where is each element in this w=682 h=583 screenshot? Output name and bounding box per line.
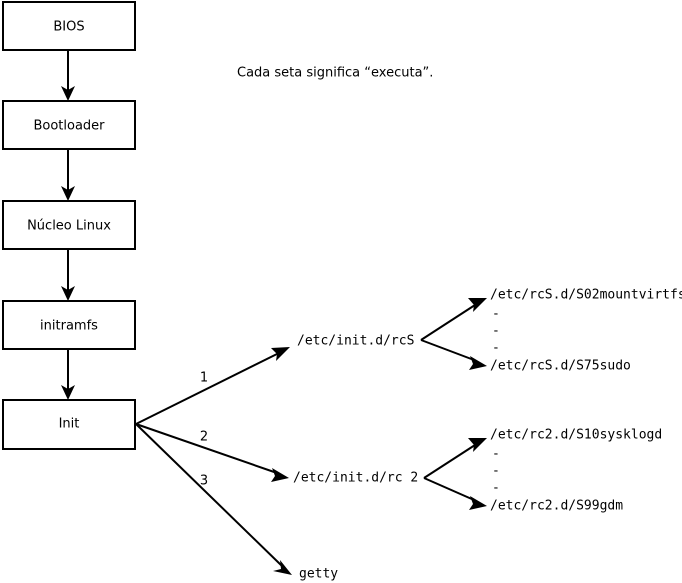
box-initramfs-rect[interactable] <box>2 300 136 350</box>
arrow-kernel-to-initramfs <box>61 249 75 301</box>
rcs-ellipsis-dash-1: - <box>492 307 500 322</box>
rc2-ellipsis-dash-1: - <box>492 447 500 462</box>
arrow-init-to-rc2 <box>135 423 289 482</box>
arrow-rc2-to-first <box>423 438 487 479</box>
rcs-ellipsis-dash-3: - <box>492 341 500 356</box>
label-getty: getty <box>299 567 338 582</box>
box-init-rect[interactable] <box>2 399 136 450</box>
box-init-label: Init <box>59 417 80 432</box>
init-fanout-arrows: 1 2 3 <box>135 347 292 575</box>
arrow-rcs-to-first <box>420 298 487 341</box>
rc2-scripts-group: /etc/rc2.d/S10sysklogd - - - /etc/rc2.d/… <box>423 428 662 514</box>
arrow-bootloader-to-kernel <box>61 149 75 201</box>
arrow-init-to-rcs <box>135 347 290 425</box>
box-bios-rect[interactable] <box>2 1 136 51</box>
box-bios[interactable]: BIOS <box>2 1 136 51</box>
arrow-initramfs-to-init <box>61 349 75 400</box>
arrow-bios-to-bootloader <box>61 50 75 101</box>
box-bios-label: BIOS <box>53 20 84 35</box>
label-rcs-first-script: /etc/rcS.d/S02mountvirtfs <box>490 288 682 303</box>
box-kernel-rect[interactable] <box>2 200 136 250</box>
boot-chain-arrows <box>61 50 75 400</box>
label-rcs-last-script: /etc/rcS.d/S75sudo <box>490 359 631 374</box>
box-init[interactable]: Init <box>2 399 136 450</box>
rc2-ellipsis-dash-2: - <box>492 464 500 479</box>
box-initramfs[interactable]: initramfs <box>2 300 136 350</box>
edge-number-3: 3 <box>200 474 208 489</box>
box-bootloader-label: Bootloader <box>33 119 105 134</box>
label-rc2-first-script: /etc/rc2.d/S10sysklogd <box>490 428 662 443</box>
rcs-ellipsis-dash-2: - <box>492 324 500 339</box>
arrow-init-to-getty <box>135 423 292 575</box>
branch-target-labels: /etc/init.d/rcS /etc/init.d/rc 2 getty <box>293 334 418 582</box>
box-kernel[interactable]: Núcleo Linux <box>2 200 136 250</box>
arrow-rc2-to-last <box>423 477 487 510</box>
label-init-d-rc2: /etc/init.d/rc 2 <box>293 471 418 486</box>
label-rc2-last-script: /etc/rc2.d/S99gdm <box>490 499 623 514</box>
boot-chain-group: BIOS Bootloader Núcleo Linux initramfs I… <box>2 1 136 450</box>
box-bootloader[interactable]: Bootloader <box>2 100 136 150</box>
rc2-ellipsis-dash-3: - <box>492 481 500 496</box>
edge-number-2: 2 <box>200 430 208 445</box>
edge-number-1: 1 <box>200 371 208 386</box>
box-initramfs-label: initramfs <box>40 319 98 334</box>
label-init-d-rcs: /etc/init.d/rcS <box>297 334 414 349</box>
diagram-caption: Cada seta significa “executa”. <box>237 66 433 81</box>
box-kernel-label: Núcleo Linux <box>27 219 111 234</box>
rcs-scripts-group: /etc/rcS.d/S02mountvirtfs - - - /etc/rcS… <box>420 288 682 374</box>
arrow-rcs-to-last <box>420 339 487 370</box>
